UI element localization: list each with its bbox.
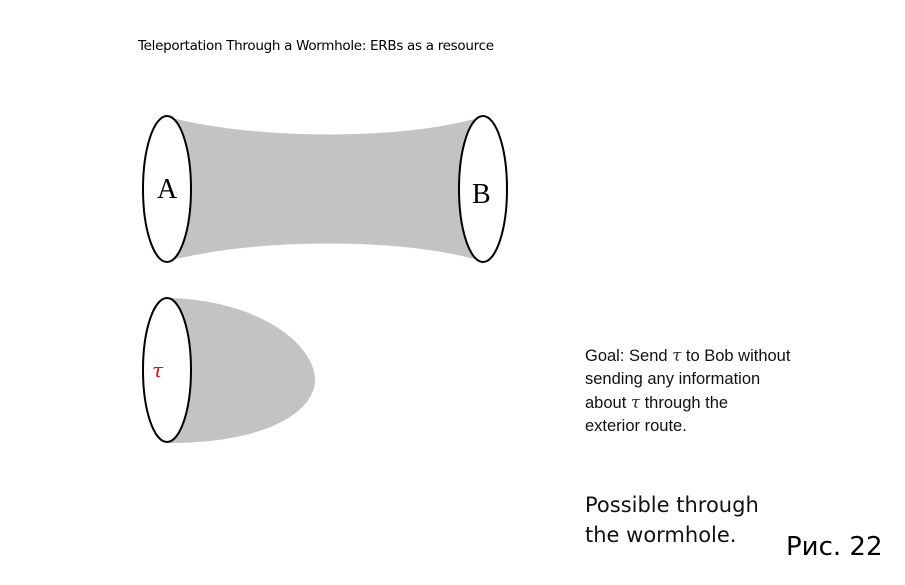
goal-line3-prefix: about <box>585 394 631 412</box>
tau-symbol: τ <box>672 346 682 365</box>
label-tau: τ <box>152 358 164 382</box>
goal-line1-suffix: to Bob without <box>681 347 791 365</box>
label-b: B <box>472 179 491 210</box>
tau-symbol: τ <box>630 393 641 412</box>
tau-cap <box>168 298 315 443</box>
slide-title: Teleportation Through a Wormhole: ERBs a… <box>138 38 494 54</box>
goal-line2: sending any information <box>585 370 761 388</box>
label-a: A <box>157 174 178 205</box>
goal-text: Goal: Send τ to Bob without sending any … <box>585 344 790 438</box>
conclusion-text: Possible through the wormhole. <box>585 490 759 550</box>
mouth-tau <box>142 297 192 443</box>
conclusion-line1: Possible through <box>585 493 759 517</box>
wormhole-throat <box>172 118 478 260</box>
goal-line3-suffix: through the <box>640 394 729 412</box>
goal-line4: exterior route. <box>585 417 687 435</box>
mouth-b <box>458 115 508 263</box>
figure-label: Рис. 22 <box>786 532 883 562</box>
mouth-a <box>142 115 192 263</box>
goal-line1-prefix: Goal: Send <box>585 347 673 365</box>
conclusion-line2: the wormhole. <box>585 523 737 547</box>
